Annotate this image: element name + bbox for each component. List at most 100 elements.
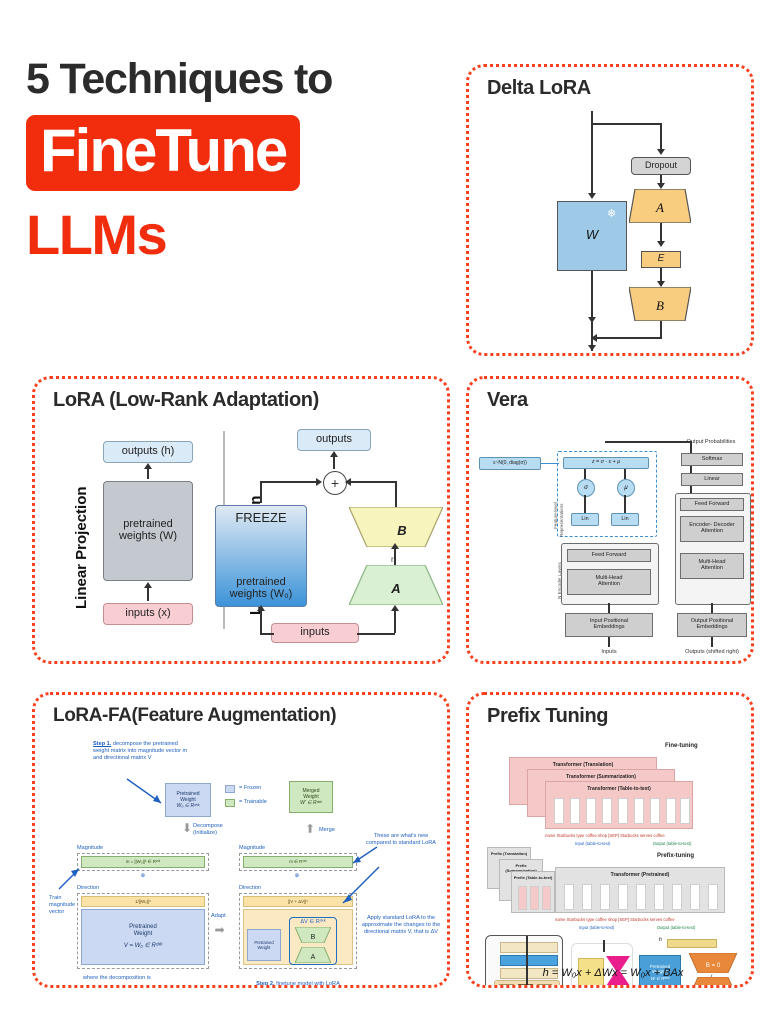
encoder-embeddings: Input Positional Embeddings (565, 613, 653, 637)
transformer-label-2: Transformer (Table-to-text) (587, 786, 651, 792)
arrow-w-to-outputs (144, 463, 152, 469)
freeze-weights-line2: weights (W₀) (229, 588, 293, 601)
a-to-e-line (660, 223, 662, 245)
legend-frozen-swatch (225, 785, 235, 793)
pretrained-weights-block: pretrained weights (W) (103, 481, 193, 581)
line-w-to-outputs (147, 465, 149, 479)
token-io-prefix: Input (table-to-text) Output (table-to-t… (579, 925, 695, 930)
direction-label-right: Direction (239, 885, 262, 891)
w-block (557, 201, 627, 271)
lora-up-proj-label: B = 0 (706, 963, 721, 969)
lora-down-proj: A = N(0,σ²) (693, 977, 733, 985)
arrow-into-a (657, 183, 665, 189)
line-a-to-b (394, 547, 396, 565)
matrix-a-shape-fa: A (295, 947, 331, 963)
decompose-line2: (Initialize) (193, 829, 217, 836)
dropout-block: Dropout (631, 157, 691, 175)
card-lora-fa[interactable]: LoRA-FA(Feature Augmentation) Step 1. de… (32, 692, 450, 988)
line-dec-embed (711, 603, 713, 613)
decoder-feed-forward: Feed Forward (680, 498, 744, 511)
transformer-label-1: Transformer (Summarization) (566, 774, 636, 780)
direction-eq-left: V = W₀ ∈ Rᵈˣᵏ (123, 942, 163, 949)
prefix-label-0: Prefix (Translation) (490, 851, 528, 856)
magnitude-eq-right: m ∈ R¹ˣᵏ (243, 856, 353, 868)
pretrained-weight-top: Pretrained Weight W₀ ∈ Rᵈˣᵏ (165, 783, 211, 817)
trunk-line-top (591, 111, 593, 197)
svg-text:A: A (390, 581, 400, 596)
legend-trainable-label: = Trainable (239, 799, 267, 805)
adapter-module-panel (485, 935, 563, 985)
branch-line-top (591, 123, 661, 125)
decoder-group (675, 493, 751, 605)
feature-level-label-2: Representations (559, 503, 564, 537)
line-inputs-to-w (147, 585, 149, 601)
encoder-attention-line1: Multi-Head (595, 575, 623, 582)
decoder-side-label: N Decoder Layers (753, 552, 754, 589)
decoder-embeddings-line1: Output Positional (690, 618, 734, 625)
arrow-b-to-plus (345, 478, 351, 486)
feature-level-label-1: Feature-level (553, 502, 558, 529)
lora-module-panel: Pretrained Weights W ∈ Rᵈˣᵈ B = 0 A = N(… (639, 937, 743, 985)
line-embed-to-enc (608, 603, 610, 613)
token-input-prefix: Input (table-to-text) (579, 925, 615, 930)
encoder-caption: Inputs (601, 649, 617, 655)
transformer-label-0: Transformer (Translation) (552, 762, 614, 768)
decoder-enc-dec-attention: Encoder- Decoder Attention (680, 516, 744, 542)
lora-h-label: h (659, 937, 662, 943)
step2-note: Step 2. finetune model with LoRA (243, 981, 353, 985)
pretrained-weights-line1: pretrained (123, 518, 173, 531)
output-probabilities-label: Output Probabilities (686, 439, 736, 445)
decompose-label: Decompose (Initialize) (193, 823, 237, 837)
epsilon-note: ε~N(0, diag(σ)) (479, 457, 541, 470)
prefix-tuning-label: Prefix-tuning (657, 853, 694, 859)
pretrained-transformer-label: Transformer (Pretrained) (610, 872, 670, 878)
fine-tuning-label: Fine-tuning (665, 743, 698, 749)
decompose-line1: Decompose (193, 823, 223, 829)
card-lora[interactable]: LoRA (Low-Rank Adaptation) Linear Projec… (32, 376, 450, 664)
lin-left-block: Lin (571, 513, 599, 526)
pw-top-eq: W₀ ∈ Rᵈˣᵏ (176, 803, 200, 809)
pw-top-line1: Pretrained (176, 791, 200, 797)
direction-label-left: Direction (77, 885, 100, 891)
delta-v-eq: ΔV ∈ Rᵈˣᵏ (300, 919, 326, 925)
pw-right-line2: Weight (257, 945, 271, 950)
lora-diagram: Linear Projection outputs (h) pretrained… (47, 419, 443, 651)
sum-node: + (323, 471, 347, 495)
train-magnitude-arrow (58, 868, 80, 890)
step1-arrow (126, 778, 162, 804)
lora-highlight-box (289, 917, 337, 965)
headline-line-2: FineTune (40, 117, 288, 184)
lin-right-block: Lin (611, 513, 639, 526)
inputs-x-block: inputs (x) (103, 603, 193, 625)
freeze-block: FREEZE pretrained weights (W₀) (215, 505, 307, 607)
arrow-merge-trunk (591, 334, 597, 342)
matrix-b-shape: B (349, 507, 443, 547)
card-vera[interactable]: Vera ε~N(0, diag(σ)) Feature-level Repre… (466, 376, 754, 664)
adapt-arrow: ⬇ (213, 924, 228, 936)
pw-left-line1: Pretrained (129, 924, 157, 931)
decoder-caption: Outputs (shifted right) (685, 649, 739, 655)
svg-text:B: B (397, 523, 406, 538)
e-to-b-line (660, 268, 662, 286)
prefix-label-2: Prefix (Table-to-text) (513, 875, 553, 880)
card-prefix-tuning[interactable]: Prefix Tuning Fine-tuning Transformer (T… (466, 692, 754, 988)
direction-eq-right: ||V + ΔV||ᶜ (243, 896, 353, 907)
decoder-attention-line2: Attention (700, 565, 724, 571)
norm-bar-left: 1/||W₀||ᶜ (81, 896, 205, 907)
svg-text:B: B (311, 934, 316, 941)
direction-dbox-right (239, 893, 357, 969)
mw-eq: W' ∈ Rᵈˣᵏ (300, 800, 322, 806)
headline-banner: FineTune (26, 115, 301, 191)
legend-frozen-label: = Frozen (239, 785, 262, 791)
line-b-to-plus (351, 481, 396, 483)
encoder-embeddings-line2: Embeddings (593, 624, 625, 630)
encoder-feed-forward: Feed Forward (567, 549, 651, 562)
lora-pw-line2: Weights (652, 969, 668, 974)
encoder-side-label: N Encoder Layers (557, 562, 562, 599)
line-inputs-to-freeze (260, 609, 262, 633)
vera-diagram: ε~N(0, diag(σ)) Feature-level Representa… (477, 421, 751, 655)
whats-new-arrow-2 (342, 866, 380, 904)
card-delta-lora[interactable]: Delta LoRA W ❄ Dropout A (466, 64, 754, 356)
arrow-freeze-to-plus (316, 478, 322, 486)
